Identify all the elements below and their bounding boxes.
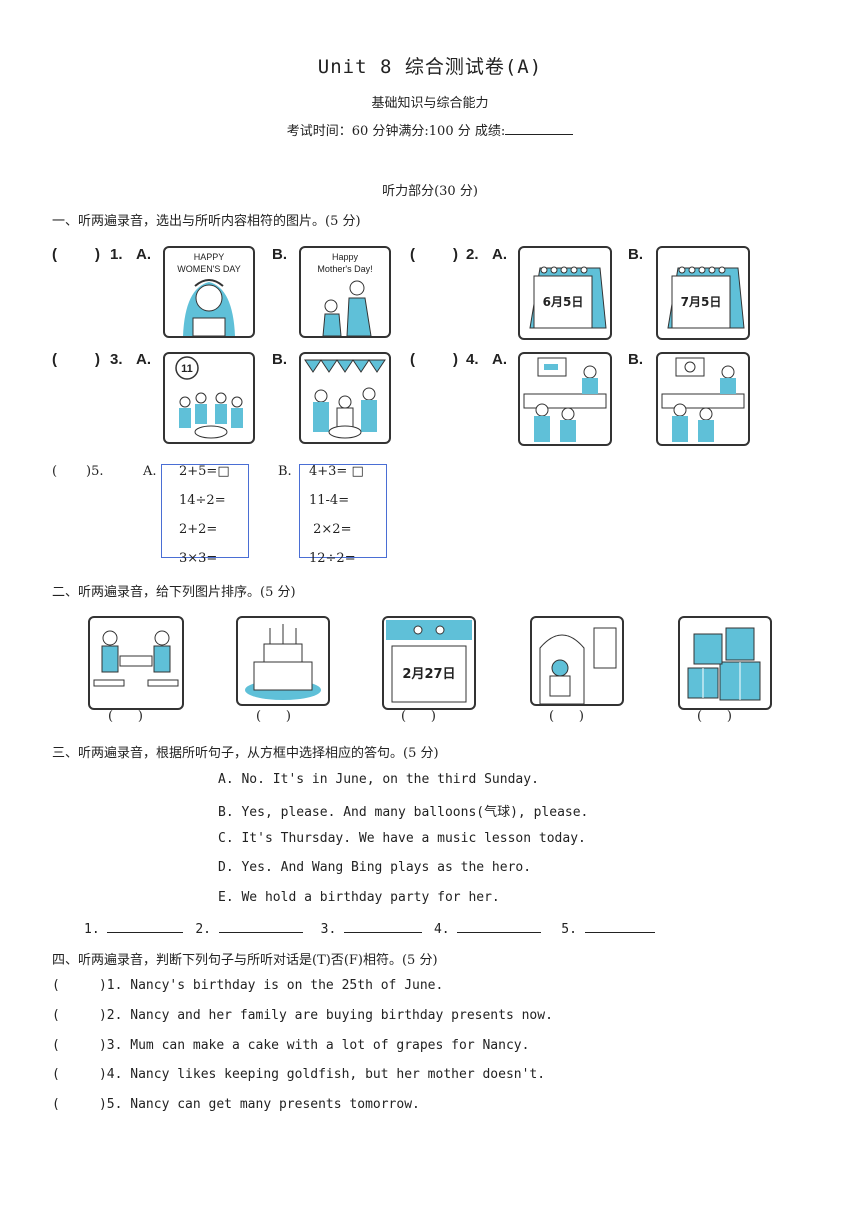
choice-d: D. Yes. And Wang Bing plays as the hero. (218, 860, 532, 875)
q5-option-b-box[interactable] (299, 464, 387, 558)
order-answer-5[interactable]: ( ) (697, 709, 732, 724)
q1-option-a-label: A. (136, 246, 151, 263)
answer-blank-3[interactable] (344, 920, 423, 933)
q3-option-b-label: B. (272, 351, 287, 368)
order-image-1 (88, 616, 184, 710)
answer-blank-2[interactable] (218, 920, 303, 933)
q2-option-a-image[interactable]: 6月5日 (518, 246, 612, 340)
q5a-line4: 3×3= (179, 551, 218, 563)
q3-number: 3. (110, 351, 123, 368)
q1a-text1: HAPPY (194, 252, 225, 262)
q2-option-b-image[interactable]: 7月5日 (656, 246, 750, 340)
q3-option-b-image[interactable] (299, 352, 391, 444)
q2-option-a-label: A. (492, 246, 507, 263)
tf-item-2: ( )2. Nancy and her family are buying bi… (52, 1008, 553, 1023)
listening-title: 听力部分(30 分) (382, 184, 478, 199)
tf-item-1: ( )1. Nancy's birthday is on the 25th of… (52, 978, 444, 993)
q2-number: 2. (466, 246, 479, 263)
q4-number: 4. (466, 351, 479, 368)
q5a-line2: 14÷2= (179, 493, 226, 508)
answer-num-4: 4. (433, 922, 450, 937)
order-answer-1[interactable]: ( ) (108, 709, 143, 724)
q3a-badge: 11 (181, 363, 193, 375)
q5b-line4: 12÷2= (309, 551, 356, 563)
q1-answer-paren[interactable]: () (52, 246, 100, 263)
q1b-text1: Happy (332, 252, 359, 262)
q4-option-a-image[interactable] (518, 352, 612, 446)
q2a-date: 6月5日 (543, 295, 584, 309)
order-image-4 (530, 616, 624, 706)
q1-option-b-label: B. (272, 246, 287, 263)
answer-blank-5[interactable] (584, 920, 655, 933)
order-calendar-date: 2月27日 (402, 667, 455, 682)
q4-option-a-label: A. (492, 351, 507, 368)
answer-blank-4[interactable] (457, 920, 542, 933)
tf-item-4: ( )4. Nancy likes keeping goldfish, but … (52, 1067, 546, 1082)
q1-option-a-image[interactable]: HAPPY WOMEN'S DAY (163, 246, 255, 338)
q2-option-b-label: B. (628, 246, 643, 263)
order-answer-4[interactable]: ( ) (549, 709, 584, 724)
q1-option-b-image[interactable]: Happy Mother's Day! (299, 246, 391, 338)
q2-answer-paren[interactable]: () (410, 246, 458, 263)
q4-answer-paren[interactable]: () (410, 351, 458, 368)
page-title: Unit 8 综合测试卷(A) (317, 56, 543, 78)
answer-num-2: 2. (195, 922, 211, 937)
q5-option-a-label: A. (143, 464, 157, 479)
exam-info-text: 考试时间：60 分钟满分:100 分 成绩: (286, 124, 506, 139)
order-answer-3[interactable]: ( ) (401, 709, 436, 724)
choice-c: C. It's Thursday. We have a music lesson… (218, 831, 586, 846)
q1-number: 1. (110, 246, 123, 263)
q5-answer-paren[interactable]: ( (52, 464, 58, 479)
q1b-text2: Mother's Day! (317, 264, 372, 274)
answer-num-3: 3. (320, 922, 337, 937)
answer-num-1: 1. (84, 922, 100, 937)
answer-blank-1[interactable] (107, 920, 184, 933)
q4-option-b-label: B. (628, 351, 643, 368)
q2b-date: 7月5日 (681, 295, 722, 309)
q5a-line3: 2+2= (179, 522, 218, 537)
q1a-text2: WOMEN'S DAY (177, 264, 241, 274)
answer-num-5: 5. (561, 922, 577, 937)
order-image-3-calendar: 2月27日 (382, 616, 476, 710)
tf-item-3: ( )3. Mum can make a cake with a lot of … (52, 1038, 530, 1053)
q5b-line2: 11-4= (309, 493, 350, 508)
page-subtitle: 基础知识与综合能力 (371, 96, 489, 111)
q3-option-a-image[interactable]: 11 (163, 352, 255, 444)
part2-heading: 二、听两遍录音，给下列图片排序。(5 分) (52, 585, 296, 600)
q3-option-a-label: A. (136, 351, 151, 368)
q5b-line1: 4+3= □ (309, 464, 364, 479)
q5b-line3: 2×2= (309, 522, 352, 537)
part3-heading: 三、听两遍录音，根据所听句子，从方框中选择相应的答句。(5 分) (52, 746, 439, 761)
choice-b: B. Yes, please. And many balloons(气球), p… (218, 805, 589, 820)
order-answer-2[interactable]: ( ) (256, 709, 291, 724)
q5-number: )5. (86, 464, 104, 479)
exam-info: 考试时间：60 分钟满分:100 分 成绩: (0, 120, 860, 139)
choice-e: E. We hold a birthday party for her. (218, 890, 500, 905)
q5a-line1: 2+5=□ (179, 464, 230, 479)
part4-heading: 四、听两遍录音，判断下列句子与所听对话是(T)否(F)相符。(5 分) (52, 953, 438, 968)
q4-option-b-image[interactable] (656, 352, 750, 446)
tf-item-5: ( )5. Nancy can get many presents tomorr… (52, 1097, 420, 1112)
score-blank[interactable] (505, 122, 574, 135)
part1-heading: 一、听两遍录音，选出与所听内容相符的图片。(5 分) (52, 214, 361, 229)
part3-answer-row: 1. 2. 3. 4. 5. (84, 920, 655, 937)
order-image-2-cake (236, 616, 330, 706)
q5-option-a-box[interactable] (161, 464, 249, 558)
choice-a: A. No. It's in June, on the third Sunday… (218, 772, 539, 787)
q5-option-b-label: B. (278, 464, 292, 479)
q3-answer-paren[interactable]: () (52, 351, 100, 368)
order-image-5-presents (678, 616, 772, 710)
